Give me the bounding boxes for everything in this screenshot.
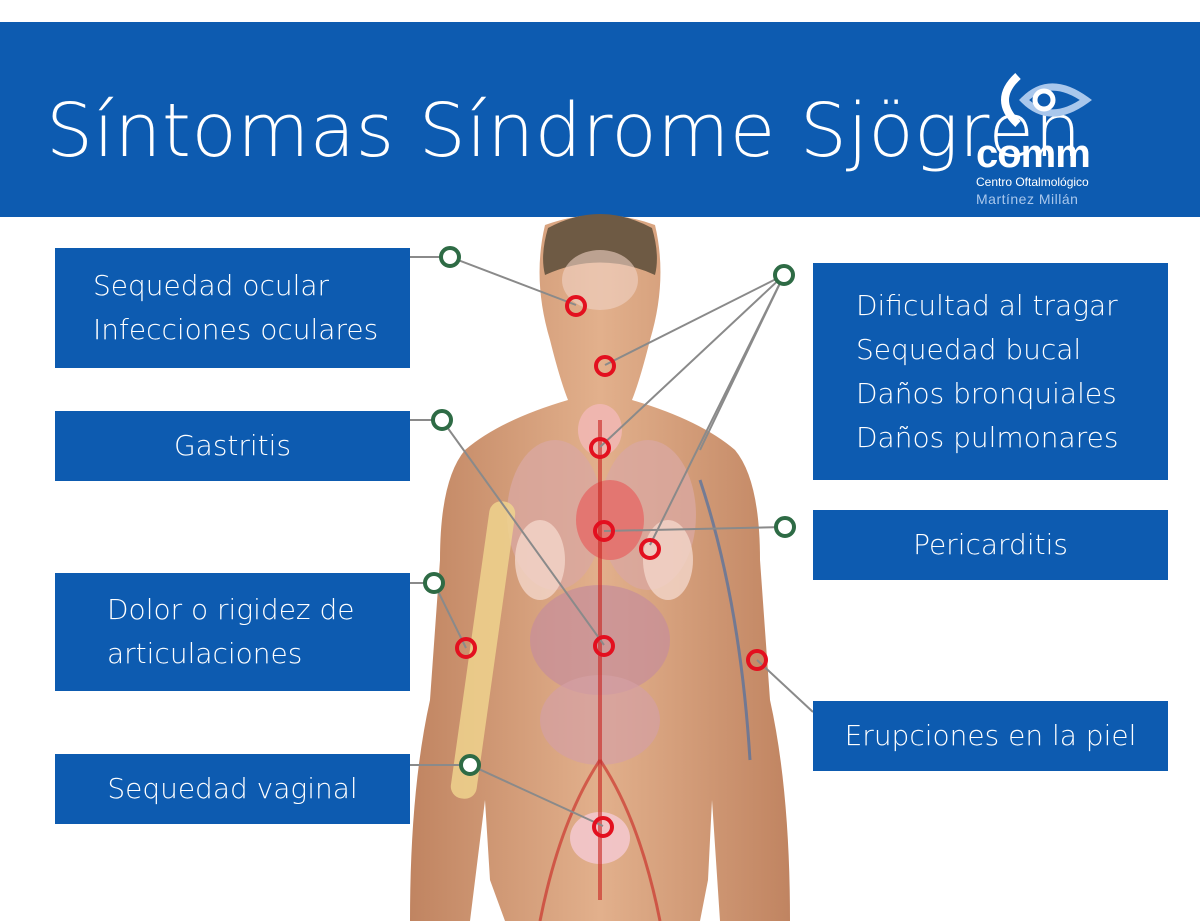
label-line: Sequedad vaginal	[107, 772, 358, 805]
label-line: Daños pulmonares	[856, 420, 1119, 454]
logo-subtitle: Centro Oftalmológico	[976, 175, 1089, 189]
label-line: Sequedad bucal	[856, 332, 1082, 366]
label-line: Erupciones en la piel	[844, 719, 1137, 752]
label-pericarditis: Pericarditis	[813, 510, 1168, 580]
label-gastritis: Gastritis	[55, 411, 410, 481]
symptom-markers	[455, 295, 768, 838]
clinic-logo: comm Centro Oftalmológico Martínez Millá…	[972, 72, 1112, 217]
label-line: Gastritis	[173, 429, 292, 462]
anchor-rings	[423, 246, 796, 776]
page-title: Síntomas Síndrome Sjögren	[46, 88, 1082, 174]
connector-lines	[410, 256, 814, 827]
logo-name: comm	[976, 132, 1091, 176]
label-skin: Erupciones en la piel	[813, 701, 1168, 771]
label-line: Infecciones oculares	[93, 313, 379, 346]
label-line: Daños bronquiales	[856, 376, 1117, 410]
header-banner: Síntomas Síndrome Sjögren comm Centro Of…	[0, 22, 1200, 217]
label-throat: Dificultad al tragar Sequedad bucal Daño…	[813, 263, 1168, 480]
label-vaginal: Sequedad vaginal	[55, 754, 410, 824]
label-joints: Dolor o rigidez de articulaciones	[55, 573, 410, 691]
label-line: Dificultad al tragar	[856, 288, 1118, 322]
label-line: Pericarditis	[913, 528, 1068, 561]
label-line: articulaciones	[107, 637, 303, 670]
eye-icon	[1001, 73, 1092, 127]
label-eyes: Sequedad ocular Infecciones oculares	[55, 248, 410, 368]
label-line: Sequedad ocular	[93, 269, 330, 302]
logo-clinic-name: Martínez Millán	[976, 191, 1079, 207]
label-line: Dolor o rigidez de	[107, 593, 355, 626]
